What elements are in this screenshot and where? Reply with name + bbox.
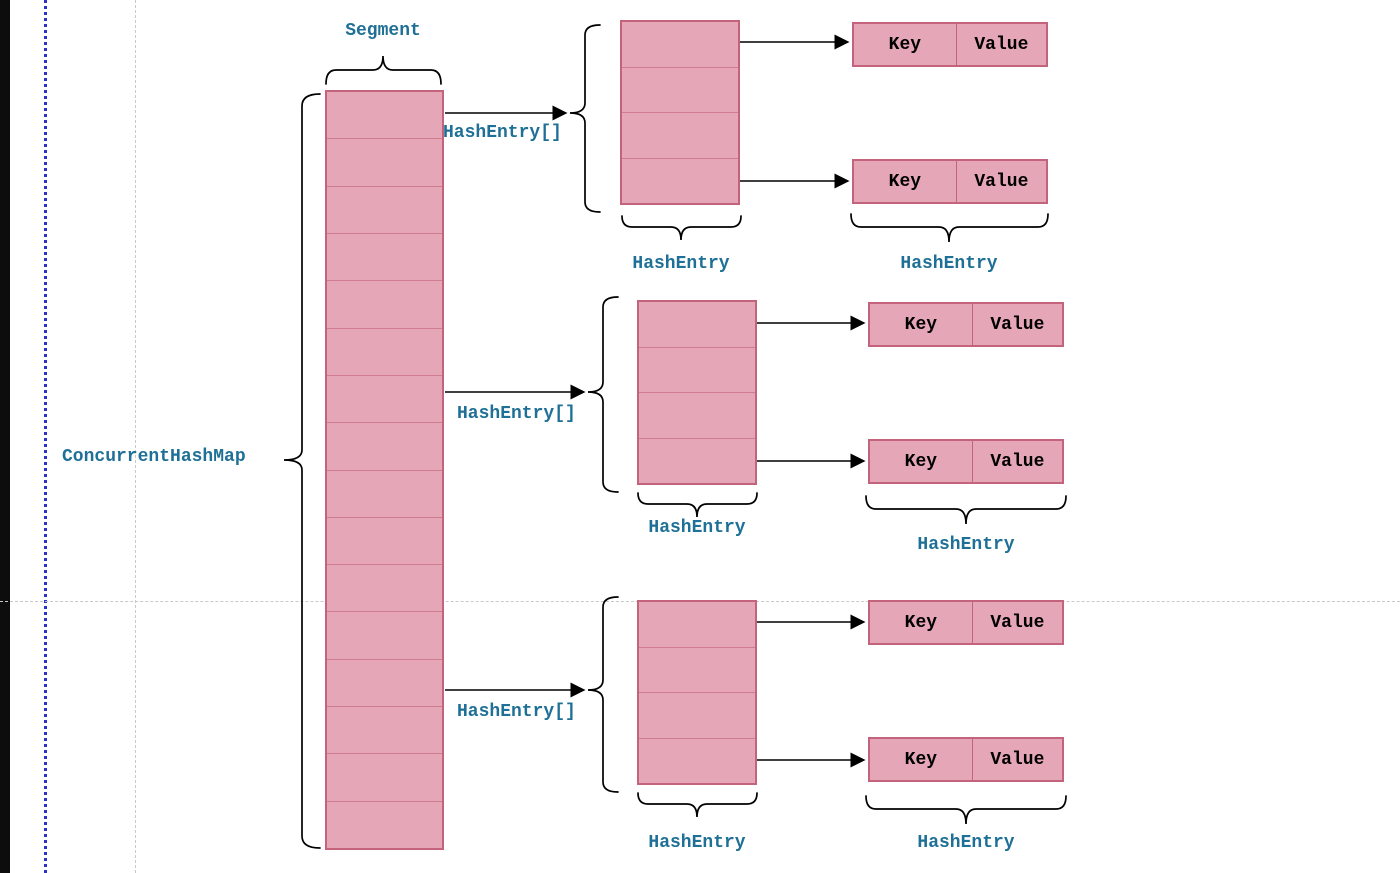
array-cell (639, 393, 755, 439)
left-edge-bar (0, 0, 10, 873)
value-cell: Value (971, 304, 1062, 345)
key-cell: Key (904, 749, 938, 770)
array-cell (622, 68, 738, 113)
underbrace-kv-2 (865, 495, 1067, 525)
array-cell (327, 187, 442, 234)
kv-box-1: Key Value (852, 22, 1048, 67)
array-cell (639, 302, 755, 348)
underbrace-kv-1 (850, 213, 1049, 243)
array-cell (327, 234, 442, 282)
hashentry-array-label-1: HashEntry[] (443, 123, 562, 143)
array-cell (622, 159, 738, 204)
brace-array-1 (569, 24, 601, 213)
array-cell (327, 423, 442, 471)
array-cell (327, 92, 442, 140)
array-cell (327, 660, 442, 708)
kv-box-3: Key Value (868, 302, 1064, 347)
array-cell (327, 802, 442, 848)
kv-box-4: Key Value (868, 439, 1064, 484)
concurrenthashmap-label: ConcurrentHashMap (62, 447, 246, 467)
braces (283, 24, 1067, 849)
underbrace-array-2 (637, 492, 758, 518)
segment-label: Segment (345, 21, 421, 41)
array-cell (639, 693, 755, 739)
key-cell: Key (904, 612, 938, 633)
array-cell (327, 376, 442, 424)
key-cell: Key (888, 34, 922, 55)
hashentry-array-3 (637, 600, 757, 785)
array-cell (327, 612, 442, 660)
hashentry-array-1 (620, 20, 740, 205)
underbrace-kv-3 (865, 795, 1067, 825)
key-cell: Key (888, 171, 922, 192)
array-cell (622, 22, 738, 68)
value-cell: Value (971, 602, 1062, 643)
array-cell (639, 348, 755, 393)
hashentry-array-2 (637, 300, 757, 485)
array-cell (327, 281, 442, 329)
key-cell: Key (904, 314, 938, 335)
array-cell (327, 329, 442, 376)
brace-concurrenthashmap (283, 93, 321, 849)
array-cell (327, 707, 442, 755)
array-cell (327, 754, 442, 802)
value-cell: Value (955, 24, 1046, 65)
array-cell (327, 471, 442, 518)
hashentry-caption-array-2: HashEntry (648, 518, 746, 538)
value-cell: Value (971, 441, 1062, 482)
array-cell (639, 648, 755, 693)
underbrace-array-1 (621, 215, 742, 241)
blue-dotted-guide-line (44, 0, 47, 873)
hashentry-caption-array-3: HashEntry (648, 833, 746, 853)
kv-box-5: Key Value (868, 600, 1064, 645)
value-cell: Value (971, 739, 1062, 780)
array-cell (327, 565, 442, 613)
underbrace-array-3 (637, 792, 758, 818)
array-cell (639, 439, 755, 484)
brace-array-3 (587, 596, 619, 793)
hashentry-array-label-2: HashEntry[] (457, 404, 576, 424)
hashentry-caption-array-1: HashEntry (632, 254, 730, 274)
gray-vertical-guide-line (135, 0, 136, 873)
brace-segment (325, 55, 442, 85)
value-cell: Value (955, 161, 1046, 202)
array-cell (327, 139, 442, 187)
array-cell (327, 518, 442, 566)
brace-array-2 (587, 296, 619, 493)
hashentry-caption-kv-1: HashEntry (900, 254, 998, 274)
kv-box-6: Key Value (868, 737, 1064, 782)
array-cell (639, 739, 755, 784)
array-cell (639, 602, 755, 648)
key-cell: Key (904, 451, 938, 472)
hashentry-array-label-3: HashEntry[] (457, 702, 576, 722)
segment-array (325, 90, 444, 850)
hashentry-caption-kv-3: HashEntry (917, 833, 1015, 853)
array-cell (622, 113, 738, 159)
kv-box-2: Key Value (852, 159, 1048, 204)
hashentry-caption-kv-2: HashEntry (917, 535, 1015, 555)
